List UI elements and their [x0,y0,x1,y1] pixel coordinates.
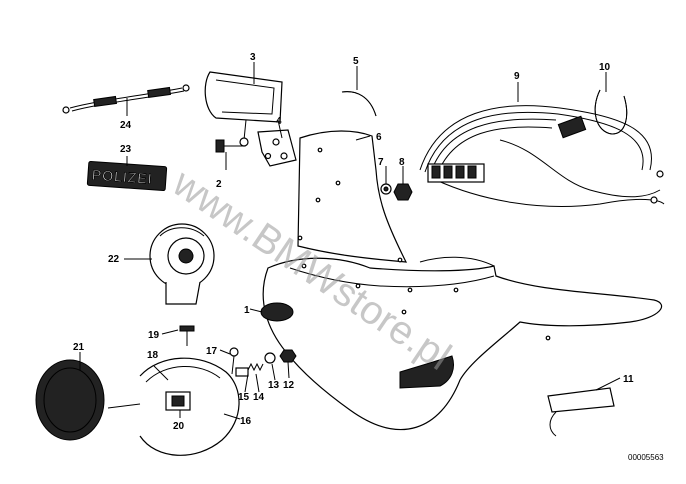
part-9-wiring-harness [419,105,665,208]
part-15-spring [247,362,264,372]
part-22-housing [149,223,215,305]
part-12-nut [279,349,297,363]
callout-20: 20 [173,421,185,432]
part-19-screw [179,325,195,346]
callout-11: 11 [623,374,634,385]
leader-lines [79,62,621,420]
part-10-clip [594,89,628,135]
part-23-badge: POLIZEI [86,160,168,192]
badge-text: POLIZEI [91,167,153,187]
callout-10: 10 [599,62,611,73]
part-21-lens [35,359,105,441]
catalog-code: 00005563 [628,453,664,462]
callout-7: 7 [378,157,384,168]
part-24-cable [62,84,190,114]
callout-3: 3 [250,52,256,63]
callout-21: 21 [73,342,85,353]
callout-2: 2 [216,179,222,190]
part-5-clip [341,91,377,117]
callout-16: 16 [240,416,252,427]
callout-14: 14 [253,392,265,403]
part-2-screw [215,139,244,153]
callout-6: 6 [376,132,382,143]
callout-12: 12 [283,380,295,391]
callout-9: 9 [514,71,520,82]
callout-15: 15 [238,392,250,403]
callout-8: 8 [399,157,405,168]
part-8-nut [393,183,413,201]
part-6-windscreen [297,130,408,263]
part-4-bracket [257,129,297,167]
callout-5: 5 [353,56,359,67]
part-17-screw [229,347,239,375]
callout-19: 19 [148,330,160,341]
callout-4: 4 [276,116,282,127]
callout-22: 22 [108,254,120,265]
part-18-headlight-ring [107,357,240,456]
callout-17: 17 [206,346,218,357]
part-11-bracket [547,387,615,437]
part-7-washer [380,183,392,195]
callout-1: 1 [244,305,250,316]
part-13-washer [264,352,276,364]
part-14-bolt [235,367,249,377]
callout-24: 24 [120,120,132,131]
callout-13: 13 [268,380,280,391]
callout-18: 18 [147,350,159,361]
callout-23: 23 [120,144,132,155]
